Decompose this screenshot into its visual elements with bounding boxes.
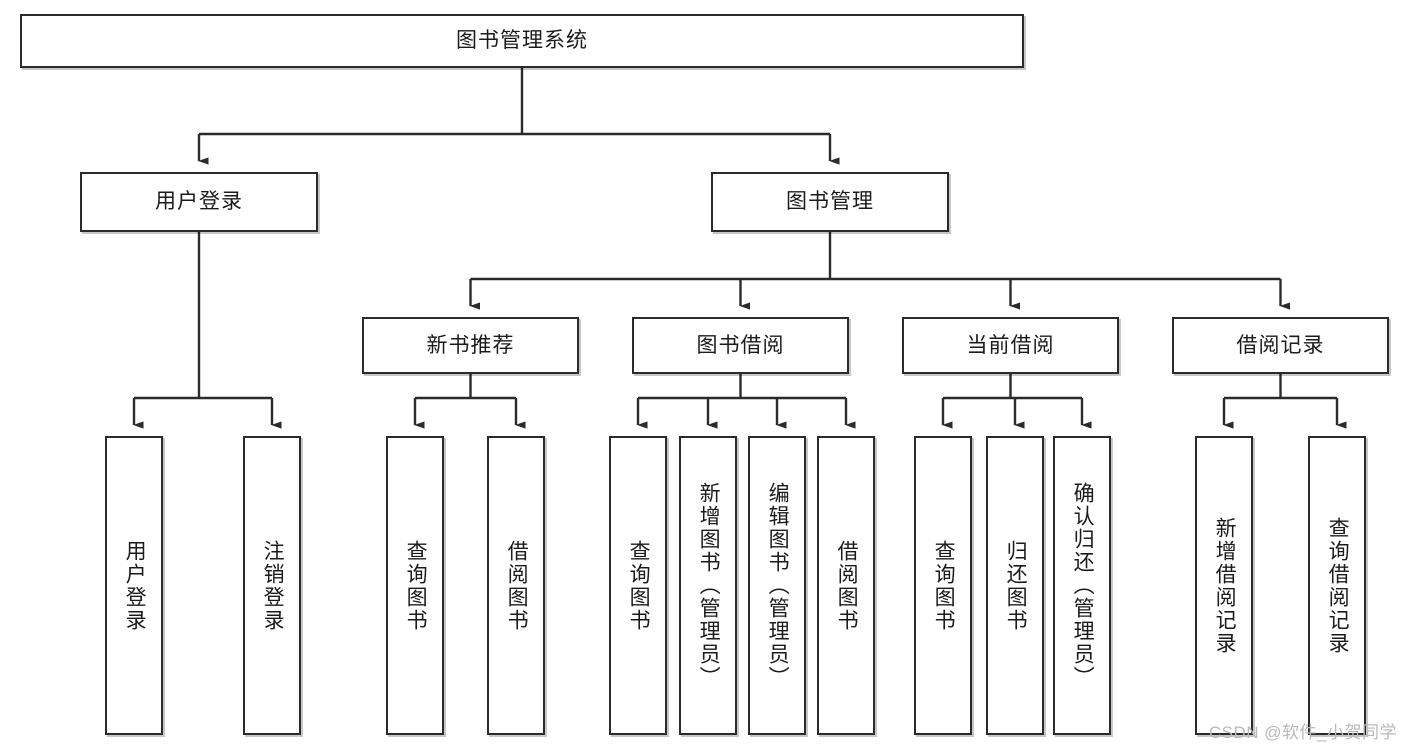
node-label: 图书管理 <box>786 190 874 214</box>
node-new-book-recommend[interactable]: 新书推荐 <box>362 317 579 374</box>
node-label: 借阅图书 <box>835 539 859 632</box>
node-label: 新增图书（管理员） <box>697 482 721 689</box>
node-label: 借阅图书 <box>505 539 529 632</box>
node-leaf-add-borrow-record[interactable]: 新增借阅记录 <box>1195 436 1253 735</box>
node-book-manage[interactable]: 图书管理 <box>711 172 949 232</box>
node-root[interactable]: 图书管理系统 <box>20 14 1024 68</box>
node-leaf-borrow-book-2[interactable]: 借阅图书 <box>817 436 875 735</box>
node-label: 图书借阅 <box>696 333 785 357</box>
node-user-login[interactable]: 用户登录 <box>80 172 318 232</box>
node-leaf-query-book-3[interactable]: 查询图书 <box>914 436 972 735</box>
node-label: 用户登录 <box>155 190 243 214</box>
node-current-borrow[interactable]: 当前借阅 <box>902 317 1119 374</box>
node-label: 图书管理系统 <box>456 29 588 53</box>
node-leaf-edit-book-admin[interactable]: 编辑图书（管理员） <box>748 436 806 735</box>
node-leaf-logout-login[interactable]: 注销登录 <box>243 436 301 735</box>
node-label: 注销登录 <box>261 539 285 632</box>
node-label: 新增借阅记录 <box>1213 516 1237 655</box>
node-leaf-user-login[interactable]: 用户登录 <box>105 436 163 735</box>
node-label: 编辑图书（管理员） <box>766 482 790 689</box>
node-label: 用户登录 <box>123 539 147 632</box>
node-leaf-confirm-return-admin[interactable]: 确认归还（管理员） <box>1053 436 1111 735</box>
node-label: 查询图书 <box>627 539 651 632</box>
node-book-borrow[interactable]: 图书借阅 <box>632 317 849 374</box>
node-label: 确认归还（管理员） <box>1071 482 1095 689</box>
node-borrow-record[interactable]: 借阅记录 <box>1172 317 1389 374</box>
node-label: 归还图书 <box>1004 539 1028 632</box>
node-label: 当前借阅 <box>966 333 1055 357</box>
node-label: 新书推荐 <box>426 333 515 357</box>
node-leaf-query-borrow-record[interactable]: 查询借阅记录 <box>1308 436 1366 735</box>
node-leaf-query-book-2[interactable]: 查询图书 <box>609 436 667 735</box>
node-label: 借阅记录 <box>1236 333 1325 357</box>
node-leaf-borrow-book-1[interactable]: 借阅图书 <box>487 436 545 735</box>
node-label: 查询图书 <box>932 539 956 632</box>
node-leaf-add-book-admin[interactable]: 新增图书（管理员） <box>679 436 737 735</box>
node-leaf-query-book-1[interactable]: 查询图书 <box>386 436 444 735</box>
node-label: 查询图书 <box>404 539 428 632</box>
node-label: 查询借阅记录 <box>1326 516 1350 655</box>
node-leaf-return-book[interactable]: 归还图书 <box>986 436 1044 735</box>
watermark-text: CSDN @软件_小贺同学 <box>1208 723 1397 742</box>
